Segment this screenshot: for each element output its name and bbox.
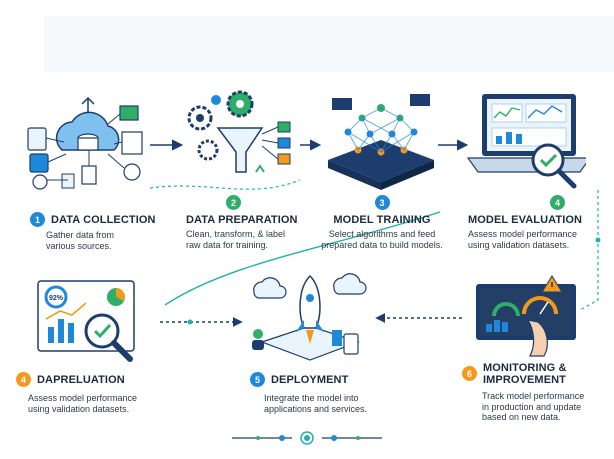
stage-data-preparation: 2 DATA PREPARATION Clean, transform, & l… xyxy=(186,195,312,250)
stage-model-evaluation: 4 MODEL EVALUATION Assess model performa… xyxy=(468,195,608,250)
curve-4-to-5 xyxy=(164,211,441,306)
stage-number-badge: 5 xyxy=(250,372,265,387)
stage-title: DATA PREPARATION xyxy=(186,214,298,226)
right-side-path xyxy=(579,190,599,311)
dashboard-monitor-icon xyxy=(476,275,576,357)
cloud-database-icon xyxy=(27,96,143,190)
stage-description: Gather data from various sources. xyxy=(46,230,115,251)
stage-description: Assess model performance using validatio… xyxy=(28,393,138,414)
rocket-launch-icon xyxy=(252,273,367,361)
top-banner-band xyxy=(44,16,614,72)
stage-monitoring-improvement: 6 MONITORING & IMPROVEMENT Track model p… xyxy=(462,362,608,423)
stage-description: Assess model performance using validatio… xyxy=(468,229,578,250)
stage-deployment: 5 DEPLOYMENT Integrate the model into ap… xyxy=(250,372,390,414)
stage-description: Integrate the model into applications an… xyxy=(264,393,368,414)
stage-number-badge: 4 xyxy=(550,195,565,210)
stage-description: Select algorithms and feed prepared data… xyxy=(321,229,443,250)
stage-description: Track model performance in production an… xyxy=(482,391,585,422)
stage-title: MONITORING & xyxy=(483,362,567,374)
stage-number-badge: 6 xyxy=(462,366,477,381)
stage-title-line-2: IMPROVEMENT xyxy=(483,374,566,386)
stage-title: DATA COLLECTION xyxy=(51,213,156,226)
stage-data-collection: 1 DATA COLLECTION Gather data from vario… xyxy=(30,212,170,251)
percent-label: 92% xyxy=(49,295,64,302)
bottom-decoration xyxy=(232,431,382,445)
neural-network-chip-icon xyxy=(328,94,434,190)
stage-title: MODEL EVALUATION xyxy=(468,214,583,226)
stage-number-badge: 4 xyxy=(16,372,31,387)
stage-model-training: 3 MODEL TRAINING Select algorithms and f… xyxy=(312,195,452,250)
gears-funnel-icon xyxy=(187,90,291,173)
stage-dapreluation: 4 DAPRELUATION Assess model performance … xyxy=(16,372,166,414)
stage-title: DAPRELUATION xyxy=(37,373,125,386)
curve-lower xyxy=(149,179,301,190)
report-magnifier-icon: 92% xyxy=(37,280,135,362)
stage-title: MODEL TRAINING xyxy=(333,214,431,226)
stage-title: DEPLOYMENT xyxy=(271,373,349,386)
laptop-magnifier-icon xyxy=(466,94,586,189)
stage-description: Clean, transform, & label raw data for t… xyxy=(186,229,286,250)
stage-number-badge: 2 xyxy=(226,195,241,210)
stage-number-badge: 1 xyxy=(30,212,45,227)
stage-number-badge: 3 xyxy=(374,195,390,210)
